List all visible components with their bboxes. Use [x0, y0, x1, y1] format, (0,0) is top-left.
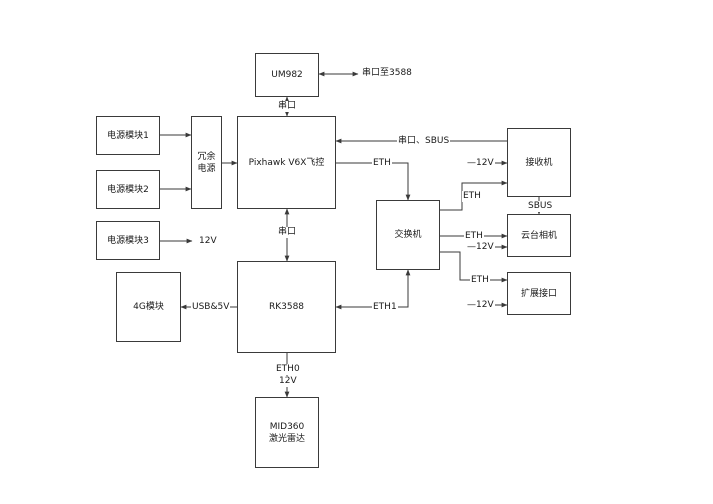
psu3-12v-label: 12V: [198, 236, 218, 247]
expansion-12v-label: —12V: [466, 300, 495, 311]
gimbal-eth-label: ETH: [464, 231, 484, 242]
redundant-power-label-1: 冗余: [197, 151, 216, 162]
lte-module-box: 4G模块: [116, 272, 181, 342]
fc-rk-serial-label: 串口: [277, 227, 298, 238]
sbus-label: SBUS: [527, 201, 554, 212]
um982-box: UM982: [255, 53, 319, 97]
gimbal-camera-box: 云台相机: [507, 214, 571, 257]
rk3588-box: RK3588: [237, 261, 336, 353]
receiver-12v-label: —12V: [466, 158, 495, 169]
power-module-2-box: 电源模块2: [96, 170, 160, 209]
lidar-12v-label: 12V: [278, 376, 298, 387]
lidar-label-2: 激光雷达: [268, 433, 305, 444]
eth1-label: ETH1: [372, 302, 398, 313]
gimbal-12v-label: —12V: [466, 242, 495, 253]
redundant-power-label-2: 电源: [197, 163, 216, 174]
expansion-port-box: 扩展接口: [507, 272, 571, 315]
expansion-eth-label: ETH: [470, 275, 490, 286]
lte-module-label: 4G模块: [133, 302, 164, 312]
um982-to-3588-label: 串口至3588: [361, 68, 413, 79]
power-module-2-label: 电源模块2: [107, 184, 149, 195]
usb-5v-label: USB&5V: [191, 302, 231, 313]
flight-controller-box: Pixhawk V6X飞控: [237, 116, 336, 209]
fc-switch-arrow: [336, 162, 411, 201]
expansion-port-label: 扩展接口: [520, 288, 557, 299]
redundant-power-box: 冗余 电源: [191, 116, 222, 209]
power-module-1-box: 电源模块1: [96, 116, 160, 155]
flight-controller-label: Pixhawk V6X飞控: [248, 157, 325, 168]
receiver-eth-label: ETH: [462, 191, 482, 202]
um982-fc-serial-label: 串口: [277, 101, 298, 112]
gimbal-camera-label: 云台相机: [520, 230, 557, 241]
power-module-3-box: 电源模块3: [96, 221, 160, 260]
switch-box: 交换机: [376, 200, 440, 270]
fc-eth-label: ETH: [372, 158, 392, 169]
lidar-label-1: MID360: [269, 421, 305, 432]
receiver-fc-label: 串口、SBUS: [397, 136, 451, 147]
receiver-label: 接收机: [525, 157, 553, 168]
lidar-box: MID360 激光雷达: [255, 397, 319, 468]
rk3588-label: RK3588: [268, 302, 305, 312]
receiver-box: 接收机: [507, 128, 571, 197]
rk-switch-arrow: [335, 269, 411, 310]
power-module-3-label: 电源模块3: [107, 235, 149, 246]
switch-label: 交换机: [394, 230, 422, 240]
um982-label: UM982: [271, 70, 303, 80]
power-module-1-label: 电源模块1: [107, 130, 149, 141]
eth0-label: ETH0: [275, 364, 301, 375]
